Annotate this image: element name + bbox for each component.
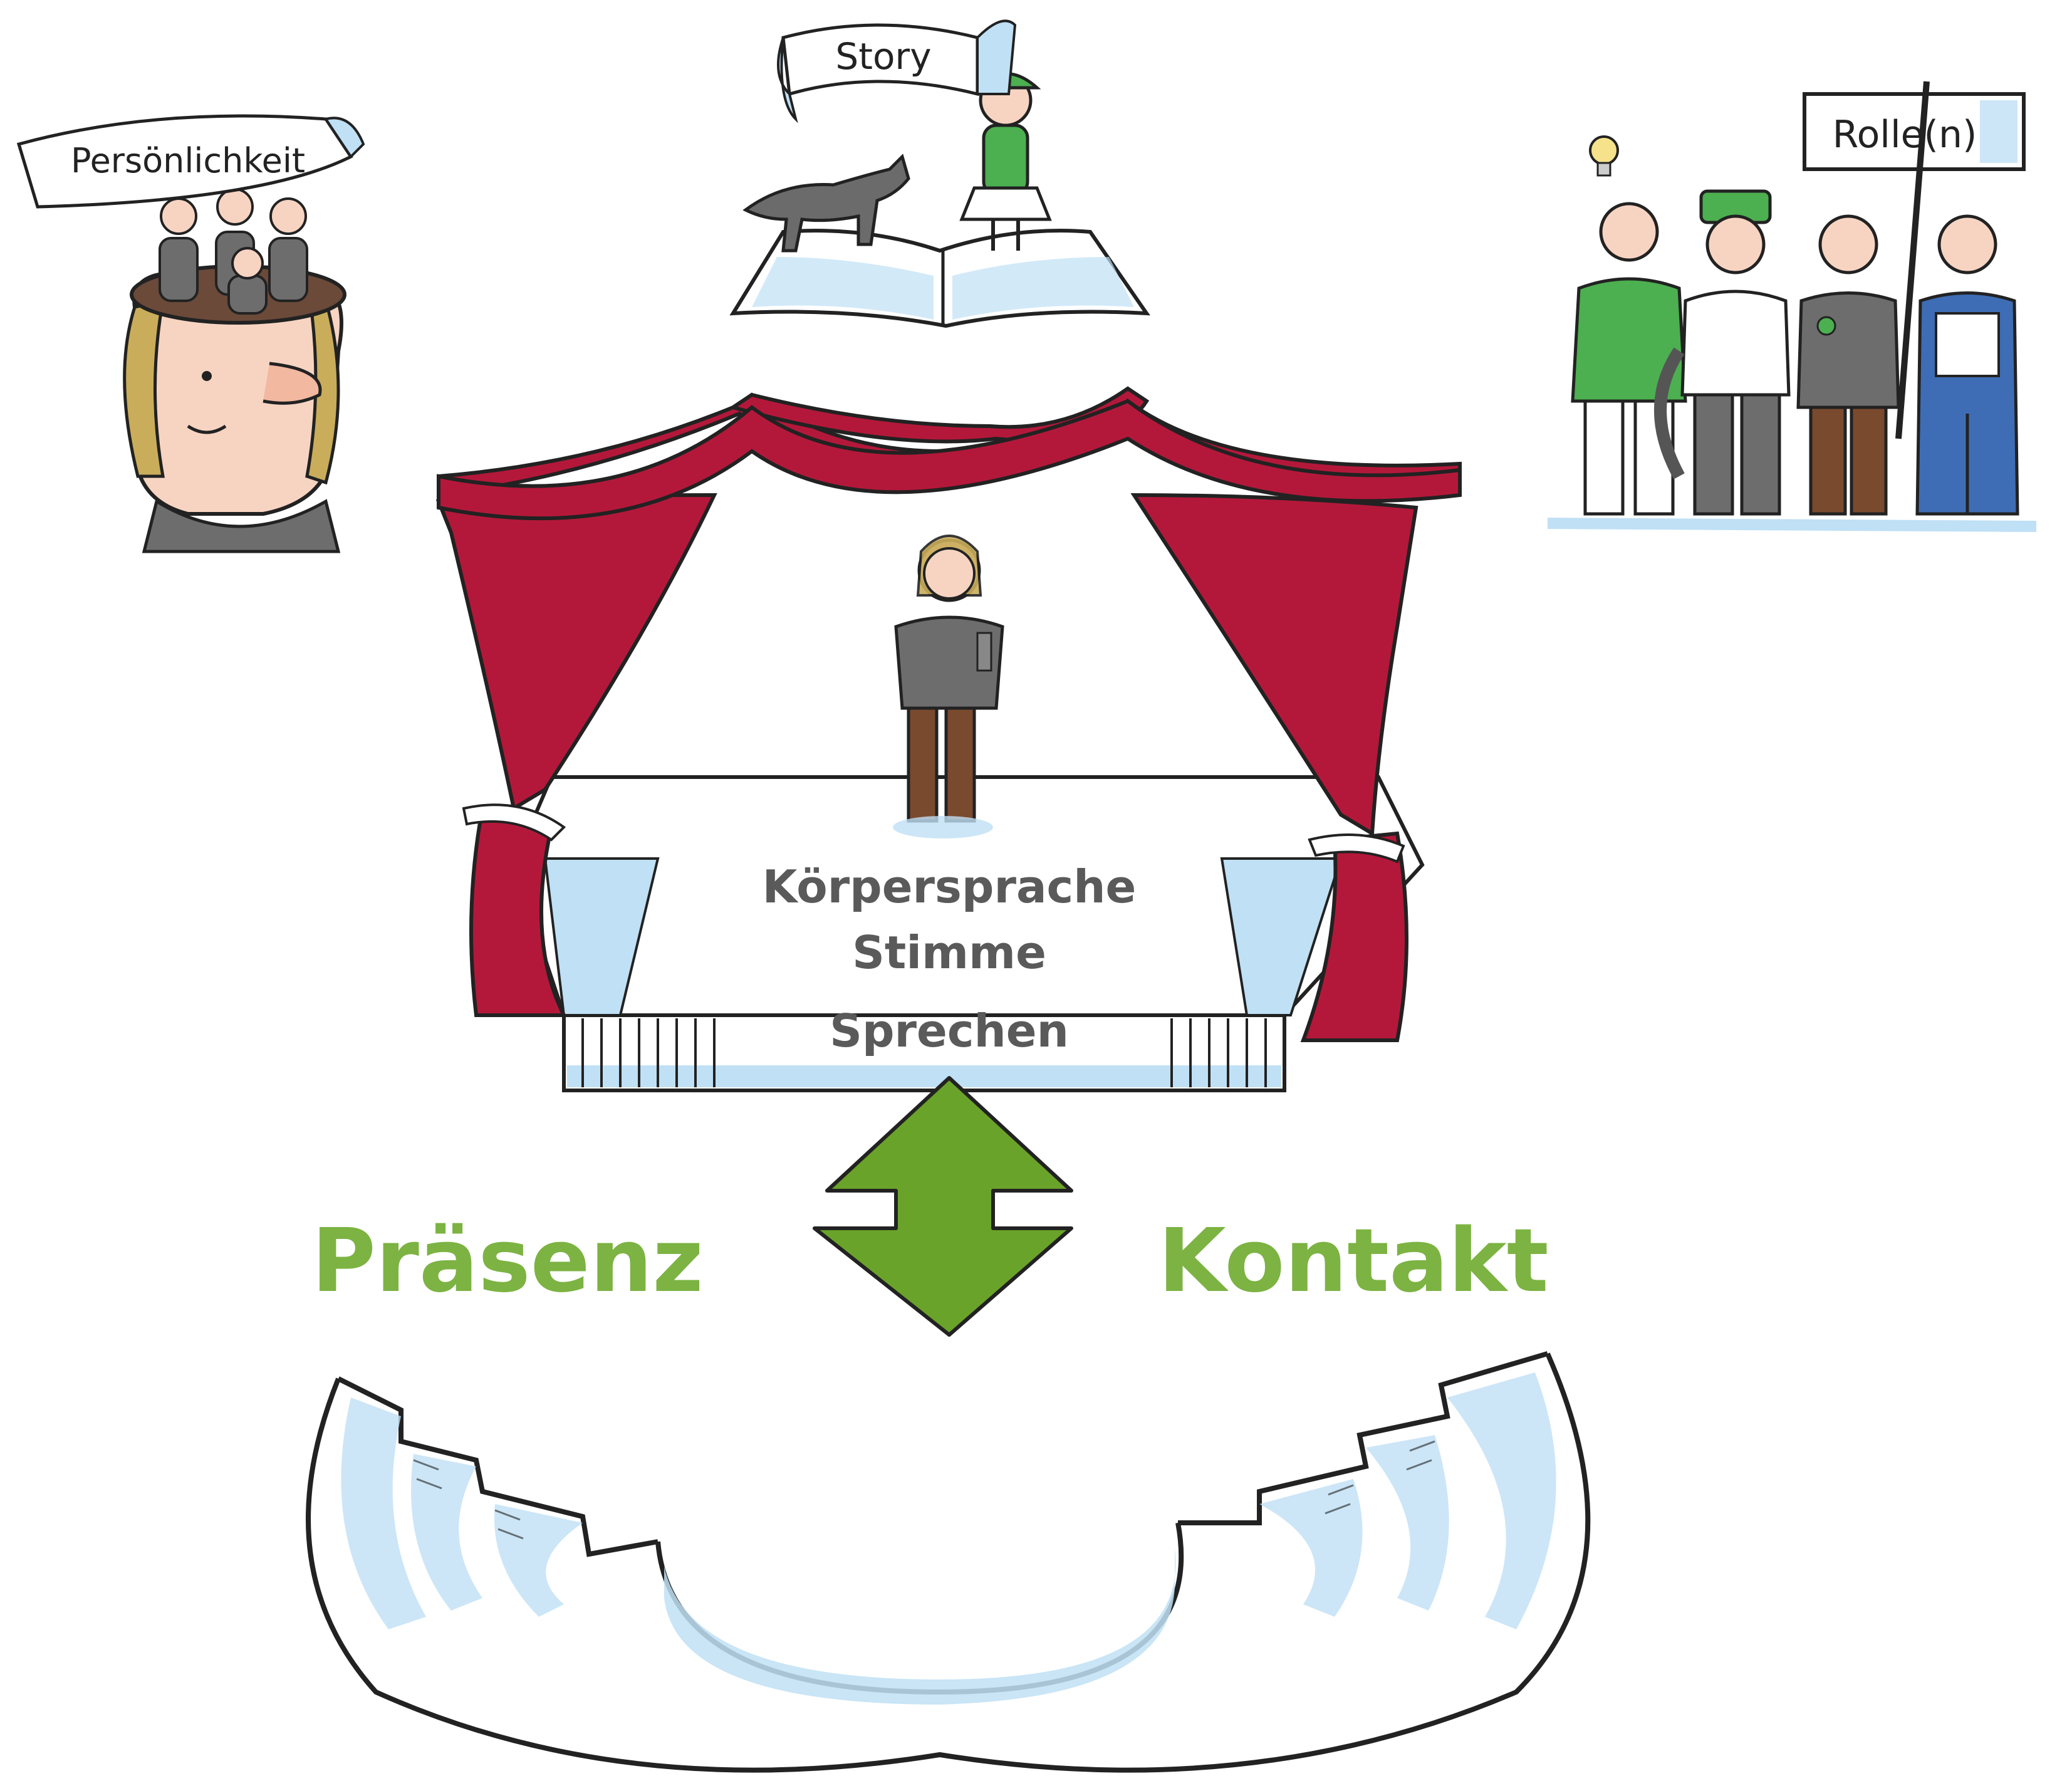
banner-story: Story xyxy=(835,35,931,78)
double-arrow-icon xyxy=(813,1076,1073,1337)
banner-roles: Rolle(n) xyxy=(1833,113,1977,157)
audience-seating xyxy=(306,1351,1591,1773)
label-contact: Kontakt xyxy=(1158,1210,1548,1312)
stage-label-voice: Stimme xyxy=(852,926,1046,979)
theater-stage: Körpersprache Stimme Sprechen xyxy=(435,386,1462,1092)
banner-personality: Persönlichkeit xyxy=(71,141,305,180)
personality-illustration: Persönlichkeit xyxy=(16,114,365,553)
roles-illustration: Rolle(n) xyxy=(1547,81,2037,532)
stage-label-speaking: Sprechen xyxy=(830,1005,1069,1057)
speaker-figure xyxy=(893,535,1004,838)
stage-label-body-language: Körpersprache xyxy=(763,860,1137,913)
story-illustration: Story xyxy=(729,19,1150,328)
label-presence: Präsenz xyxy=(311,1210,704,1312)
